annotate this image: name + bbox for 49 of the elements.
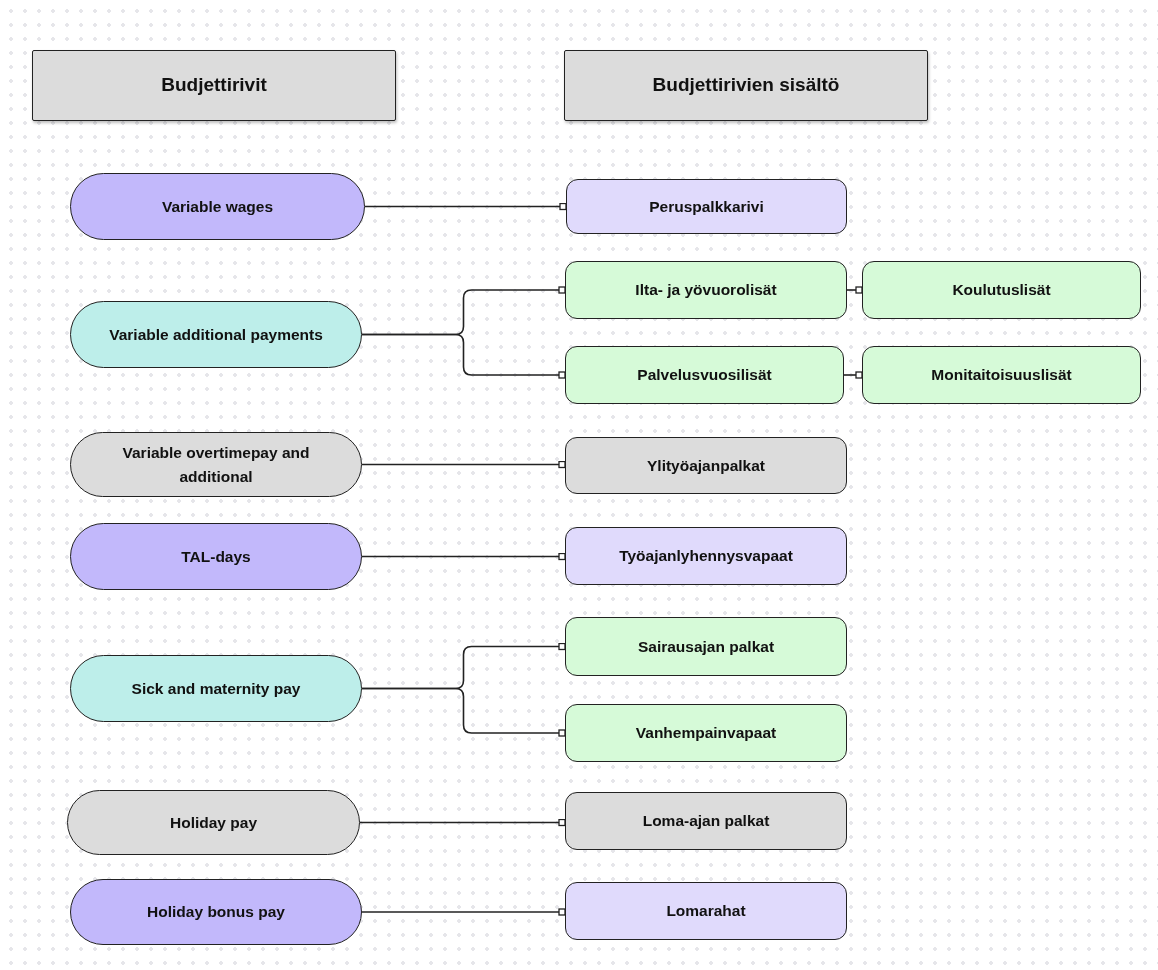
- content-box: [565, 617, 847, 676]
- node-label: Vanhempainvapaat: [635, 723, 777, 744]
- connector: [364, 202, 567, 211]
- node-label: Lomarahat: [666, 901, 746, 922]
- node-label: Variable wages: [161, 196, 274, 217]
- node-label: Holiday bonus pay: [147, 902, 285, 923]
- category-pill: [70, 655, 362, 722]
- connector: [361, 460, 566, 469]
- column-header-box: [32, 50, 396, 121]
- node-label: Sick and maternity pay: [131, 678, 301, 699]
- content-box: [566, 179, 847, 234]
- node-label: Variable additional payments: [109, 324, 323, 345]
- node-label: Budjettirivien sisältö: [652, 73, 840, 98]
- content-box: [565, 346, 844, 404]
- node-label: Variable overtimepay and additional: [121, 443, 311, 487]
- connector: [361, 687, 566, 737]
- node-label: Monitaitoisuuslisät: [931, 365, 1072, 386]
- content-box: [565, 527, 847, 585]
- node-label: Ylityöajanpalkat: [647, 455, 765, 476]
- connector: [846, 286, 863, 294]
- category-pill: [70, 432, 362, 497]
- content-box: [565, 437, 847, 494]
- node-label: Budjettirivit: [161, 73, 267, 98]
- node-label: Ilta- ja yövuorolisät: [635, 280, 777, 301]
- connector: [843, 371, 863, 379]
- category-pill: [67, 790, 360, 855]
- content-box: [565, 704, 847, 762]
- content-box: [565, 882, 847, 940]
- connector: [361, 333, 566, 379]
- node-label: Holiday pay: [170, 812, 257, 833]
- category-pill: [70, 523, 362, 590]
- category-pill: [70, 879, 362, 945]
- node-label: Sairausajan palkat: [637, 636, 775, 657]
- node-label: Koulutuslisät: [952, 280, 1051, 301]
- content-box: [565, 261, 847, 319]
- node-label: TAL-days: [181, 546, 251, 567]
- node-label: Palvelusvuosilisät: [637, 365, 772, 386]
- category-pill: [70, 173, 365, 240]
- content-box: [862, 261, 1141, 319]
- node-label: Työajanlyhennysvapaat: [619, 546, 793, 567]
- connector: [361, 552, 566, 561]
- node-label: Peruspalkkarivi: [649, 196, 764, 217]
- node-label: Loma-ajan palkat: [642, 811, 770, 832]
- content-box: [565, 792, 847, 850]
- category-pill: [70, 301, 362, 368]
- connector: [359, 818, 566, 827]
- connector: [361, 908, 566, 916]
- column-header-box: [564, 50, 928, 121]
- content-box: [862, 346, 1141, 404]
